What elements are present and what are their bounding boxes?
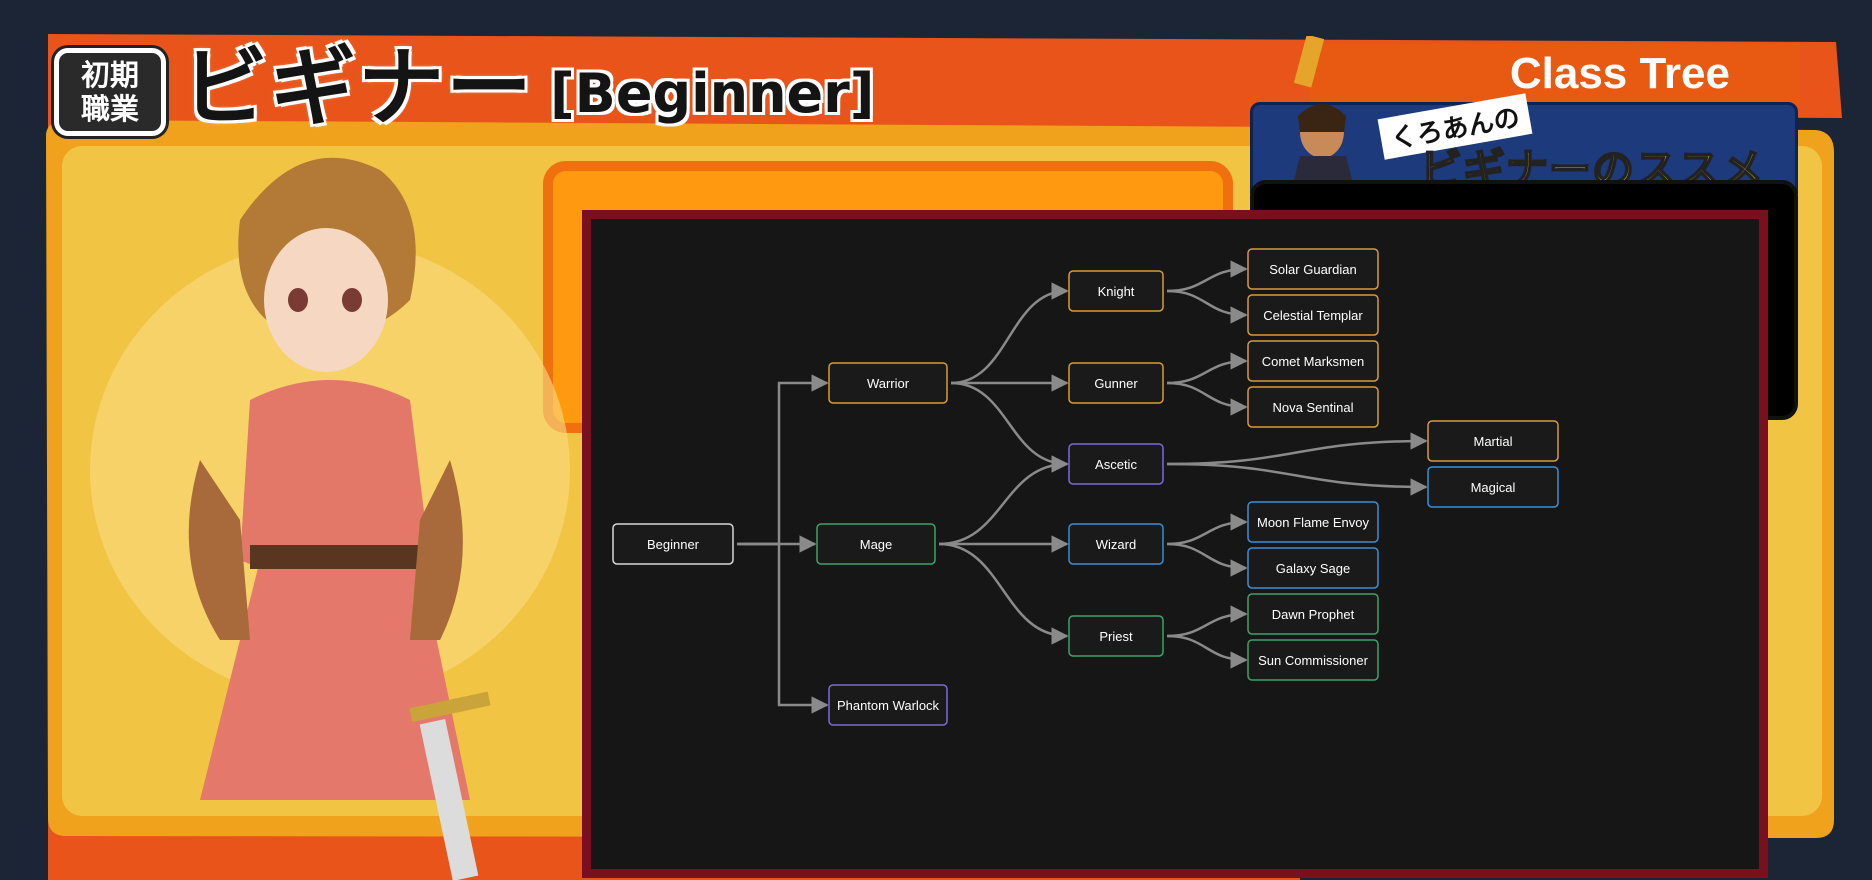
edge-mage-to-ascetic	[938, 455, 1069, 546]
node-phantom-box	[828, 684, 948, 726]
edge-priest-to-dawn	[1166, 605, 1248, 638]
edge-knight-to-solar	[1166, 260, 1248, 293]
edge-mage-to-priest	[938, 542, 1069, 645]
node-nova: Nova Sentinal	[1247, 386, 1379, 428]
node-priest-box	[1068, 615, 1164, 657]
node-comet: Comet Marksmen	[1247, 340, 1379, 382]
node-moon-label: Moon Flame Envoy	[1257, 515, 1369, 530]
node-wizard: Wizard	[1068, 523, 1164, 565]
node-martial: Martial	[1427, 420, 1559, 462]
node-dawn: Dawn Prophet	[1247, 593, 1379, 635]
node-wizard-box	[1068, 523, 1164, 565]
node-moon: Moon Flame Envoy	[1247, 501, 1379, 543]
edges-layer	[737, 260, 1428, 714]
node-ascetic: Ascetic	[1068, 443, 1164, 485]
edge-wizard-to-moon	[1166, 513, 1248, 546]
node-martial-label: Martial	[1473, 434, 1512, 449]
node-magical: Magical	[1427, 466, 1559, 508]
node-celestial-box	[1247, 294, 1379, 336]
node-solar-label: Solar Guardian	[1269, 262, 1356, 277]
node-beginner: Beginner	[612, 523, 734, 565]
node-knight-box	[1068, 270, 1164, 312]
edge-gunner-to-nova	[1166, 381, 1248, 416]
node-magical-box	[1427, 466, 1559, 508]
node-ascetic-box	[1068, 443, 1164, 485]
class-tree-label: Class Tree	[1509, 49, 1730, 98]
node-warrior: Warrior	[828, 362, 948, 404]
node-ascetic-label: Ascetic	[1095, 457, 1137, 472]
edge-ascetic-to-magical	[1166, 462, 1428, 496]
character-illustration	[90, 157, 570, 880]
node-galaxy-box	[1247, 547, 1379, 589]
edge-wizard-to-galaxy	[1166, 542, 1248, 577]
node-solar: Solar Guardian	[1247, 248, 1379, 290]
node-nova-box	[1247, 386, 1379, 428]
node-celestial-label: Celestial Templar	[1263, 308, 1363, 323]
node-gunner-label: Gunner	[1094, 376, 1138, 391]
initial-class-badge: 初期 職業	[54, 48, 166, 136]
node-phantom: Phantom Warlock	[828, 684, 948, 726]
node-sun-box	[1247, 639, 1379, 681]
edge-beginner-to-phantom	[737, 542, 829, 714]
edge-priest-to-sun	[1166, 634, 1248, 669]
node-gunner: Gunner	[1068, 362, 1164, 404]
node-nova-label: Nova Sentinal	[1273, 400, 1354, 415]
edge-ascetic-to-martial	[1166, 432, 1428, 466]
node-solar-box	[1247, 248, 1379, 290]
node-knight: Knight	[1068, 270, 1164, 312]
node-martial-box	[1427, 420, 1559, 462]
class-tree-tab: Class Tree	[1310, 44, 1800, 104]
edge-warrior-to-ascetic	[950, 381, 1069, 473]
node-galaxy: Galaxy Sage	[1247, 547, 1379, 589]
node-dawn-label: Dawn Prophet	[1272, 607, 1355, 622]
node-beginner-box	[612, 523, 734, 565]
node-sun: Sun Commissioner	[1247, 639, 1379, 681]
node-warrior-box	[828, 362, 948, 404]
node-celestial: Celestial Templar	[1247, 294, 1379, 336]
node-magical-label: Magical	[1471, 480, 1516, 495]
node-galaxy-label: Galaxy Sage	[1276, 561, 1350, 576]
node-mage-box	[816, 523, 936, 565]
node-comet-box	[1247, 340, 1379, 382]
page-title-en: [Beginner]	[550, 62, 875, 125]
node-moon-box	[1247, 501, 1379, 543]
badge-line-2: 職業	[80, 92, 139, 126]
node-comet-label: Comet Marksmen	[1262, 354, 1365, 369]
node-phantom-label: Phantom Warlock	[837, 698, 940, 713]
node-beginner-label: Beginner	[647, 537, 700, 552]
edge-warrior-to-knight	[950, 282, 1069, 385]
node-priest: Priest	[1068, 615, 1164, 657]
edge-knight-to-celestial	[1166, 289, 1248, 324]
node-warrior-label: Warrior	[867, 376, 910, 391]
node-priest-label: Priest	[1099, 629, 1133, 644]
node-mage: Mage	[816, 523, 936, 565]
edge-gunner-to-comet	[1166, 352, 1248, 385]
edge-beginner-to-warrior	[737, 374, 829, 546]
node-wizard-label: Wizard	[1096, 537, 1136, 552]
page-title-jp: ビギナー	[181, 38, 534, 138]
node-sun-label: Sun Commissioner	[1258, 653, 1368, 668]
node-gunner-box	[1068, 362, 1164, 404]
node-dawn-box	[1247, 593, 1379, 635]
mini-character-icon	[1290, 36, 1356, 196]
node-mage-label: Mage	[860, 537, 893, 552]
badge-line-1: 初期	[80, 58, 139, 92]
page-header: 初期 職業 ビギナー [Beginner]	[54, 38, 875, 138]
node-knight-label: Knight	[1098, 284, 1135, 299]
